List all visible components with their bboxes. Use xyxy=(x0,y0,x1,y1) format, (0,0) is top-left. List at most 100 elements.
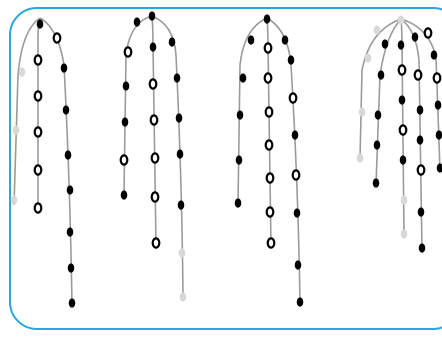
filled-bead xyxy=(431,50,438,59)
filled-bead xyxy=(378,70,385,79)
filled-bead xyxy=(412,32,419,41)
hollow-bead xyxy=(35,91,42,100)
filled-bead xyxy=(121,190,128,199)
bead-cluster-3 xyxy=(235,14,304,306)
filled-bead xyxy=(417,105,424,114)
faded-bead xyxy=(365,53,372,62)
hollow-bead xyxy=(54,33,61,42)
filled-bead xyxy=(134,17,141,26)
faded-bead xyxy=(180,292,187,301)
filled-bead xyxy=(67,227,74,236)
bead-cluster-4 xyxy=(357,15,442,252)
hollow-bead xyxy=(265,43,272,52)
filled-bead xyxy=(149,11,156,20)
hollow-bead xyxy=(35,203,42,212)
hollow-bead xyxy=(35,165,42,174)
filled-bead xyxy=(398,40,405,49)
faded-bead xyxy=(401,195,408,204)
hollow-bead xyxy=(35,127,42,136)
faded-bead xyxy=(357,153,364,162)
strand-line xyxy=(38,18,40,210)
filled-bead xyxy=(292,130,299,139)
hollow-bead xyxy=(267,173,274,182)
hollow-bead xyxy=(153,238,160,247)
filled-bead xyxy=(435,100,442,109)
filled-bead xyxy=(61,63,68,72)
faded-bead xyxy=(374,25,381,34)
filled-bead xyxy=(437,163,442,172)
filled-bead xyxy=(63,105,70,114)
bead-cluster-1 xyxy=(11,18,76,308)
filled-bead xyxy=(150,42,157,51)
filled-bead xyxy=(400,155,407,164)
filled-bead xyxy=(37,19,44,28)
filled-bead xyxy=(67,185,74,194)
filled-bead xyxy=(235,198,242,207)
hollow-bead xyxy=(150,79,157,88)
filled-bead xyxy=(419,243,426,252)
strand-line xyxy=(124,16,152,195)
hollow-bead xyxy=(152,192,159,201)
hollow-bead xyxy=(293,170,300,179)
faded-bead xyxy=(359,107,366,116)
filled-bead xyxy=(237,110,244,119)
filled-bead xyxy=(176,113,183,122)
hollow-bead xyxy=(290,93,297,102)
filled-bead xyxy=(65,150,72,159)
strand-line xyxy=(238,18,267,205)
strand-line xyxy=(376,19,401,185)
bead-cluster-2 xyxy=(121,11,187,301)
filled-bead xyxy=(178,200,185,209)
filled-bead xyxy=(282,35,289,44)
strand-line xyxy=(267,18,300,302)
faded-bead xyxy=(398,15,405,24)
filled-bead xyxy=(399,95,406,104)
filled-bead xyxy=(436,130,442,139)
filled-bead xyxy=(174,73,181,82)
filled-bead xyxy=(374,140,381,149)
filled-bead xyxy=(240,73,247,82)
hollow-bead xyxy=(265,73,272,82)
hollow-bead xyxy=(35,55,42,64)
filled-bead xyxy=(123,81,130,90)
filled-bead xyxy=(295,260,302,269)
filled-bead xyxy=(236,155,243,164)
hollow-bead xyxy=(125,47,132,56)
hollow-bead xyxy=(152,153,159,162)
filled-bead xyxy=(122,117,129,126)
hollow-bead xyxy=(266,107,273,116)
filled-bead xyxy=(169,37,176,46)
hollow-bead xyxy=(400,125,407,134)
hollow-bead xyxy=(266,140,273,149)
filled-bead xyxy=(417,135,424,144)
filled-bead xyxy=(264,14,271,23)
filled-bead xyxy=(297,297,304,306)
faded-bead xyxy=(401,229,408,238)
hollow-bead xyxy=(415,70,422,79)
filled-bead xyxy=(68,263,75,272)
hollow-bead xyxy=(399,65,406,74)
hollow-bead xyxy=(267,207,274,216)
faded-bead xyxy=(11,195,18,204)
faded-bead xyxy=(19,67,26,76)
filled-bead xyxy=(373,178,380,187)
filled-bead xyxy=(294,208,301,217)
strand-line xyxy=(360,19,401,160)
hollow-bead xyxy=(425,28,432,37)
faded-bead xyxy=(13,125,20,134)
hollow-bead xyxy=(268,238,275,247)
strand-line xyxy=(14,18,40,205)
faded-bead xyxy=(179,248,186,257)
hollow-bead xyxy=(418,165,425,174)
filled-bead xyxy=(177,149,184,158)
strand-line xyxy=(40,18,72,305)
filled-bead xyxy=(69,298,76,307)
hollow-bead xyxy=(121,155,128,164)
filled-bead xyxy=(382,39,389,48)
filled-bead xyxy=(248,35,255,44)
filled-bead xyxy=(375,110,382,119)
filled-bead xyxy=(288,55,295,64)
hollow-bead xyxy=(434,73,441,82)
